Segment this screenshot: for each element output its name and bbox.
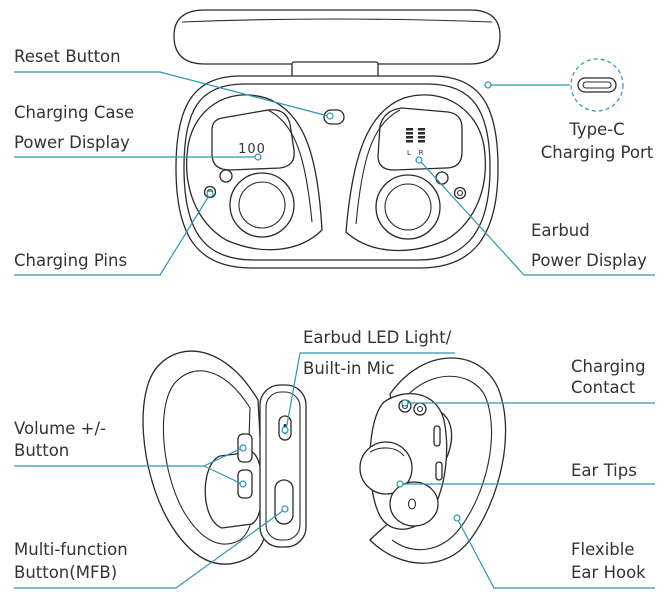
- label-mfb-line2: Button(MFB): [14, 563, 117, 582]
- label-earbud-power-line2: Power Display: [531, 251, 647, 270]
- label-volume-line2: Button: [14, 441, 69, 460]
- right-indicator: R: [419, 149, 424, 157]
- label-contact-line1: Charging: [571, 357, 646, 376]
- case-power-display: [211, 109, 295, 171]
- case-small-circle-left: [219, 169, 233, 183]
- label-hook-line1: Flexible: [571, 540, 635, 559]
- label-typec-line2: Charging Port: [541, 143, 654, 162]
- label-led-line1: Earbud LED Light/: [303, 328, 452, 347]
- earbud-power-display: [377, 107, 463, 171]
- case-lid: [173, 9, 501, 65]
- label-volume-line1: Volume +/-: [14, 419, 106, 438]
- case-small-circle-right: [435, 171, 449, 185]
- case-battery-digits: 100: [238, 142, 266, 157]
- labels: Reset Button Charging Case Power Display…: [14, 47, 654, 582]
- left-earbud: [142, 350, 307, 565]
- left-indicator: L: [407, 149, 411, 157]
- right-earbud: [359, 357, 507, 564]
- label-reset-button: Reset Button: [14, 47, 121, 66]
- left-earbud-body: [204, 451, 264, 529]
- left-earbud-stem: [259, 384, 307, 548]
- mfb-button: [274, 479, 294, 525]
- type-c-port-detail: [570, 58, 624, 112]
- earbud-level-bars: [406, 128, 425, 143]
- label-case-power-line2: Power Display: [14, 133, 130, 152]
- label-ear-tips: Ear Tips: [571, 461, 637, 480]
- label-hook-line2: Ear Hook: [571, 563, 646, 582]
- right-earbud-tip: [375, 174, 441, 240]
- charging-case: 100 L R: [173, 9, 501, 269]
- label-charging-pins: Charging Pins: [14, 251, 127, 270]
- label-typec-line1: Type-C: [568, 120, 624, 139]
- label-mfb-line1: Multi-function: [14, 540, 128, 559]
- left-earbud-tip: [229, 172, 295, 238]
- charging-pin-right: [453, 186, 467, 200]
- label-case-power-line1: Charging Case: [14, 103, 134, 122]
- label-led-line2: Built-in Mic: [303, 359, 395, 378]
- ear-tip-bottom: [389, 481, 439, 527]
- leader-lines: [14, 71, 655, 589]
- label-contact-line2: Contact: [571, 378, 636, 397]
- label-earbud-power-line1: Earbud: [531, 221, 590, 240]
